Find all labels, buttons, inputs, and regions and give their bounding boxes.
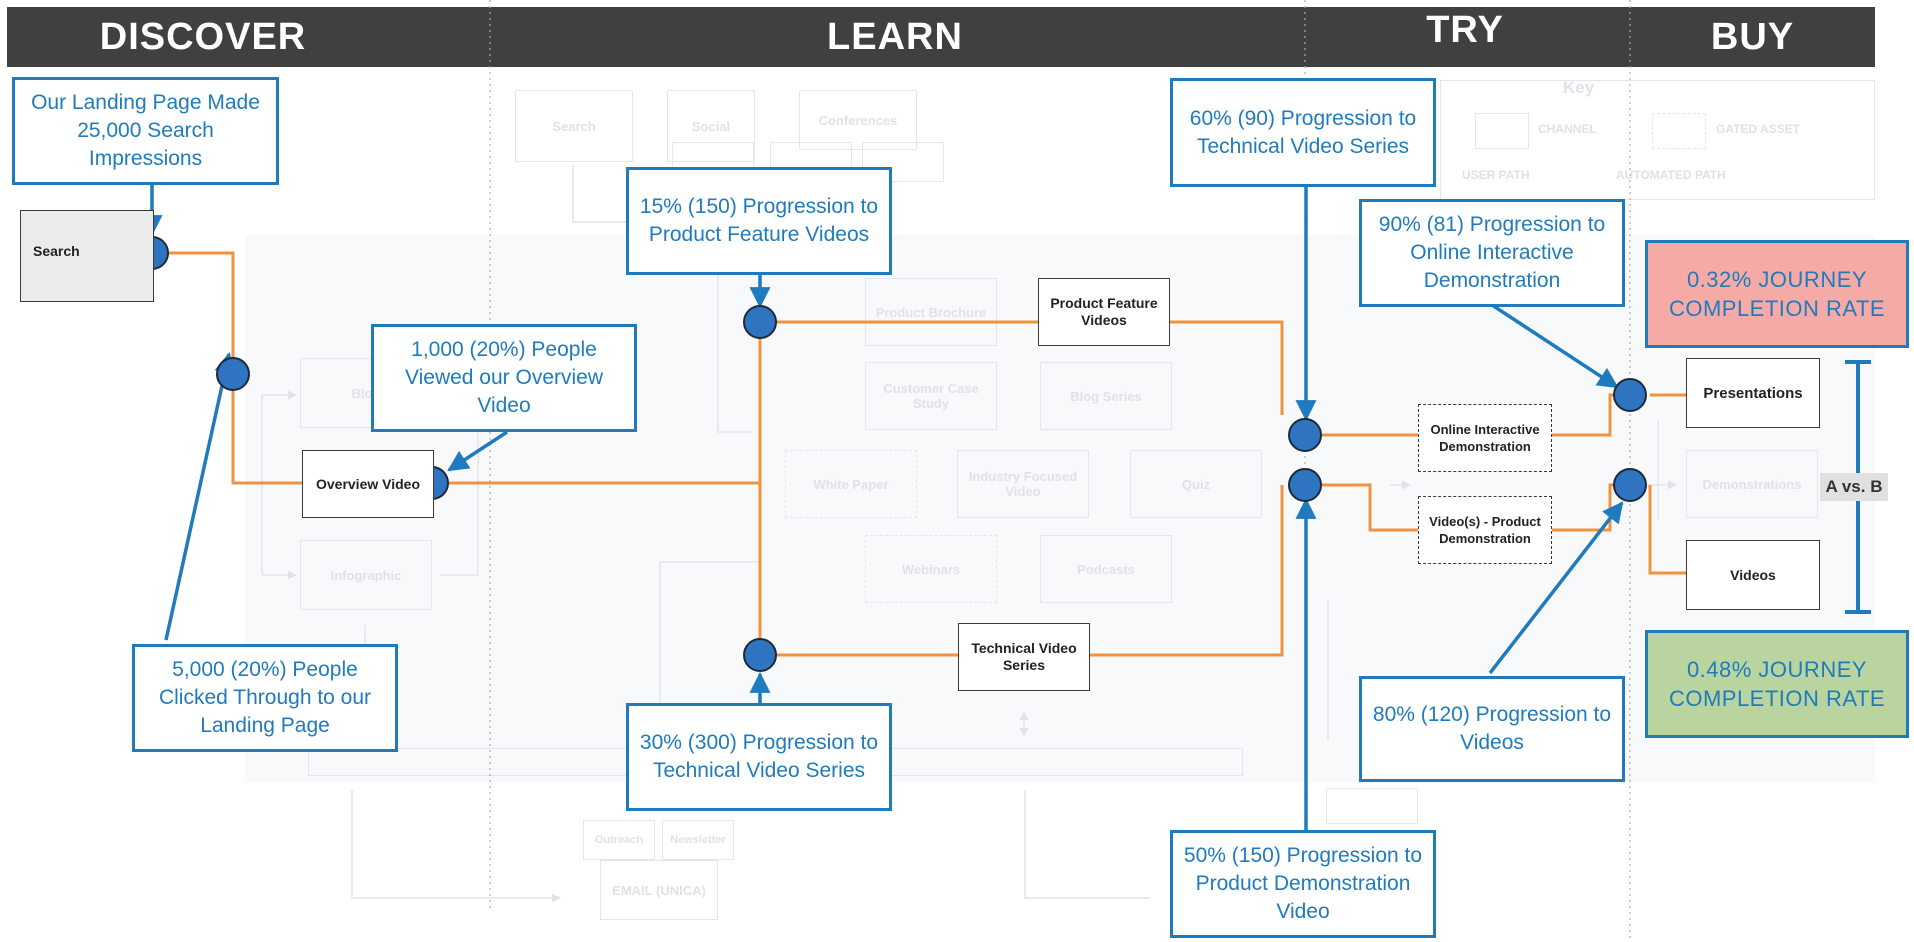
node-videos: Videos	[1686, 540, 1820, 610]
ghost-industry-focused-video: Industry Focused Video	[957, 450, 1089, 518]
ghost-outreach: Outreach	[583, 820, 655, 860]
touchpoint-buy-bottom	[1613, 468, 1647, 502]
header-bar	[7, 7, 1875, 67]
callout-clicked-through: 5,000 (20%) People Clicked Through to ou…	[132, 644, 398, 752]
ghost-key-user-path: USER PATH	[1462, 168, 1530, 182]
ghost-key	[1440, 80, 1875, 200]
ghost-webinars: Webinars	[865, 535, 997, 603]
ghost-key-gated-swatch	[1652, 113, 1706, 149]
ab-test-label: A vs. B	[1820, 473, 1888, 501]
ghost-customer-case-study: Customer Case Study	[865, 362, 997, 430]
ghost-small-right	[1326, 788, 1418, 824]
ghost-white-paper: White Paper	[785, 450, 917, 518]
ghost-search: Search	[515, 90, 633, 162]
ghost-infographic: Infographic	[300, 540, 432, 610]
touchpoint-discover-mid	[216, 357, 250, 391]
ghost-connectors	[261, 165, 1677, 903]
callout-arrows	[141, 185, 1624, 830]
callout-progression-product-demo-video: 50% (150) Progression to Product Demonst…	[1170, 830, 1436, 938]
callout-progression-technical-60: 60% (90) Progression to Technical Video …	[1170, 78, 1436, 187]
ghost-podcasts: Podcasts	[1040, 535, 1172, 603]
touchpoint-try-top	[1288, 418, 1322, 452]
callout-landing-page-impressions: Our Landing Page Made 25,000 Search Impr…	[12, 77, 279, 185]
ghost-product-brochure: Product Brochure	[865, 278, 997, 346]
ghost-key-gated: GATED ASSET	[1716, 122, 1801, 136]
touchpoint-buy-top	[1613, 378, 1647, 412]
callout-progression-technical: 30% (300) Progression to Technical Video…	[626, 703, 892, 811]
touchpoint-learn-top	[743, 305, 777, 339]
node-video-product-demo: Video(s) - Product Demonstration	[1418, 496, 1552, 564]
node-search: Search	[20, 210, 154, 302]
ghost-small-3	[862, 142, 944, 182]
touchpoint-try-bottom	[1288, 468, 1322, 502]
rate-b-journey-completion: 0.48% JOURNEY COMPLETION RATE	[1645, 630, 1909, 738]
ghost-demonstrations: Demonstrations	[1686, 450, 1818, 518]
ghost-email-unica: EMAIL (UNICA)	[600, 860, 718, 920]
node-online-interactive-demo: Online Interactive Demonstration	[1418, 404, 1552, 472]
header-discover: DISCOVER	[99, 16, 307, 58]
callout-progression-online-demo: 90% (81) Progression to Online Interacti…	[1359, 199, 1625, 307]
node-product-feature-videos: Product Feature Videos	[1038, 278, 1170, 346]
callout-progression-product-feature: 15% (150) Progression to Product Feature…	[626, 167, 892, 275]
ghost-quiz: Quiz	[1130, 450, 1262, 518]
touchpoint-learn-bottom	[743, 638, 777, 672]
ghost-key-channel-swatch	[1475, 113, 1529, 149]
callout-viewed-overview: 1,000 (20%) People Viewed our Overview V…	[371, 324, 637, 432]
ghost-social: Social	[667, 90, 755, 162]
ghost-newsletter: Newsletter	[662, 820, 734, 860]
rate-a-journey-completion: 0.32% JOURNEY COMPLETION RATE	[1645, 240, 1909, 348]
node-presentations: Presentations	[1686, 358, 1820, 428]
ghost-key-automated-path: AUTOMATED PATH	[1616, 168, 1726, 182]
ghost-key-channel: CHANNEL	[1538, 122, 1597, 136]
node-technical-video-series: Technical Video Series	[958, 623, 1090, 691]
header-learn: LEARN	[827, 16, 963, 58]
node-overview-video: Overview Video	[302, 450, 434, 518]
header-try: TRY	[1426, 9, 1504, 51]
callout-progression-videos: 80% (120) Progression to Videos	[1359, 676, 1625, 782]
ghost-key-title: Key	[1563, 78, 1595, 97]
header-buy: BUY	[1710, 16, 1795, 58]
ghost-blog-series: Blog Series	[1040, 362, 1172, 430]
ghost-conferences: Conferences	[799, 90, 917, 150]
